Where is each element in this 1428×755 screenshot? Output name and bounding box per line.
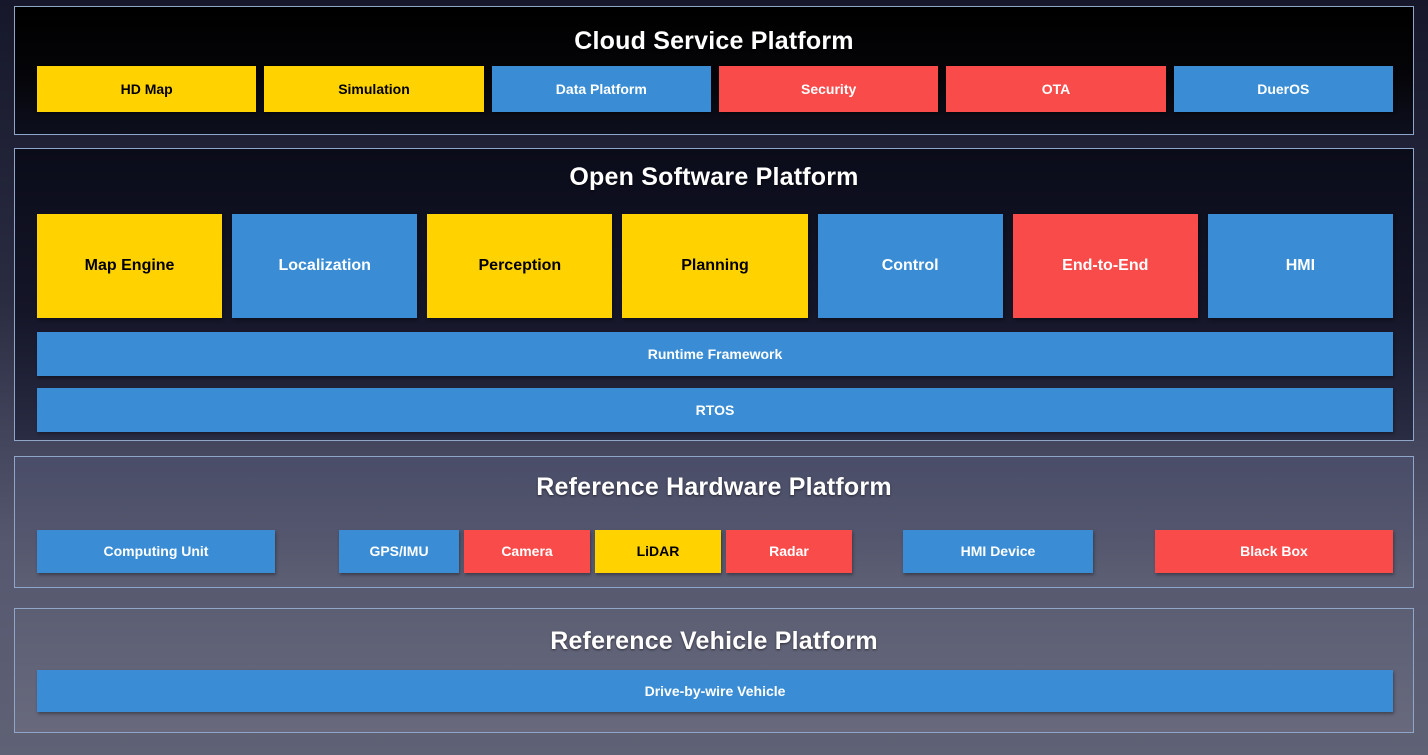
cloud-item-hd-map[interactable]: HD Map [37, 66, 257, 112]
cloud-layer-title: Cloud Service Platform [574, 27, 854, 55]
hardware-item-camera[interactable]: Camera [464, 530, 590, 573]
software-module-end-to-end[interactable]: End-to-End [1012, 214, 1198, 318]
software-layer-title: Open Software Platform [569, 163, 859, 191]
software-module-planning[interactable]: Planning [622, 214, 808, 318]
hardware-item-lidar[interactable]: LiDAR [595, 530, 721, 573]
cloud-item-ota[interactable]: OTA [946, 66, 1166, 112]
software-module-hmi[interactable]: HMI [1207, 214, 1393, 318]
software-bar-rtos[interactable]: RTOS [37, 388, 1393, 432]
reference-hardware-platform-layer: Reference Hardware Platform Computing Un… [14, 456, 1414, 588]
hardware-item-black-box[interactable]: Black Box [1155, 530, 1393, 573]
cloud-item-dueros[interactable]: DuerOS [1173, 66, 1393, 112]
hardware-item-gps-imu[interactable]: GPS/IMU [339, 530, 459, 573]
hardware-item-hmi-device[interactable]: HMI Device [903, 530, 1093, 573]
cloud-item-security[interactable]: Security [718, 66, 939, 112]
reference-vehicle-platform-layer: Reference Vehicle Platform Drive-by-wire… [14, 608, 1414, 733]
software-module-control[interactable]: Control [817, 214, 1003, 318]
cloud-item-simulation[interactable]: Simulation [264, 66, 484, 112]
cloud-service-platform-layer: Cloud Service Platform HD Map Simulation… [14, 6, 1414, 135]
vehicle-bar-drive-by-wire[interactable]: Drive-by-wire Vehicle [37, 670, 1393, 712]
hardware-layer-title: Reference Hardware Platform [536, 473, 892, 501]
software-bar-runtime-framework[interactable]: Runtime Framework [37, 332, 1393, 376]
software-module-localization[interactable]: Localization [232, 214, 418, 318]
open-software-platform-layer: Open Software Platform Map Engine Locali… [14, 148, 1414, 441]
hardware-item-computing-unit[interactable]: Computing Unit [37, 530, 275, 573]
software-module-map-engine[interactable]: Map Engine [37, 214, 223, 318]
software-module-perception[interactable]: Perception [427, 214, 613, 318]
hardware-item-radar[interactable]: Radar [726, 530, 852, 573]
cloud-item-row: HD Map Simulation Data Platform Security… [37, 66, 1393, 112]
vehicle-layer-title: Reference Vehicle Platform [550, 627, 878, 655]
software-module-row: Map Engine Localization Perception Plann… [37, 214, 1393, 318]
cloud-item-data-platform[interactable]: Data Platform [491, 66, 711, 112]
hardware-item-row: Computing Unit GPS/IMU Camera LiDAR Rada… [37, 530, 1393, 573]
